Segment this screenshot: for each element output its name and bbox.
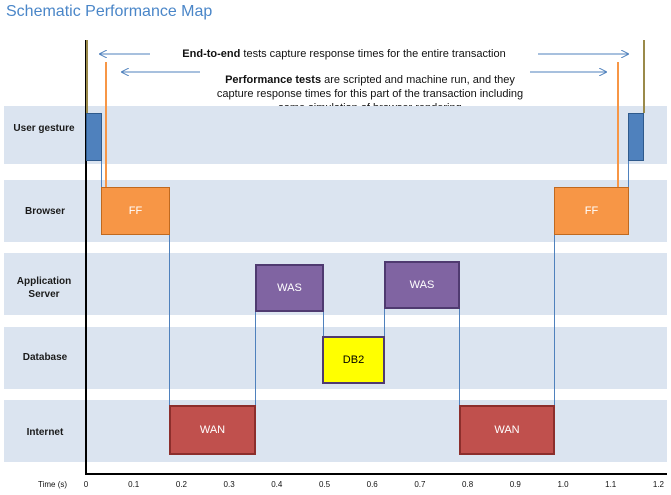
ff-block-right: FF: [554, 187, 629, 235]
connector-wan-to-was: [255, 310, 256, 406]
time-tick-label: 0.6: [366, 480, 378, 489]
time-tick-label: 0.8: [462, 480, 474, 489]
lane-label-database: Database: [22, 352, 68, 363]
ff-block-left: FF: [101, 187, 170, 235]
page-title: Schematic Performance Map: [6, 3, 213, 20]
lane-user-gesture: [4, 106, 667, 164]
was-block-right: WAS: [384, 261, 460, 309]
user-gesture-block-right: [628, 113, 644, 161]
perf-boundary-right: [617, 62, 619, 187]
connector-gesture-left: [101, 160, 102, 188]
time-tick-label: 0.5: [318, 480, 331, 489]
lane-internet: [4, 400, 667, 462]
connector-gesture-right: [628, 160, 629, 188]
time-tick-label: 1.1: [605, 480, 617, 489]
time-tick-label: 0.4: [271, 480, 283, 489]
time-tick-label: 0.2: [175, 480, 187, 489]
lane-label-application-server: Application Server: [16, 276, 72, 300]
time-axis-label: Time (s): [38, 480, 68, 489]
user-gesture-block-left: [86, 113, 102, 161]
wan-block-right: WAN: [459, 405, 555, 455]
time-axis-line: [85, 473, 667, 475]
lane-label-internet: Internet: [26, 427, 64, 438]
connector-ff-to-wan: [169, 234, 170, 406]
was-block-left: WAS: [255, 264, 324, 312]
time-tick-label: 1.2: [652, 480, 664, 489]
perf-boundary-left: [105, 62, 107, 187]
end-to-end-boundary-left: [86, 40, 88, 113]
lane-label-browser: Browser: [24, 206, 65, 217]
connector-was-to-db2: [323, 310, 324, 336]
end-to-end-annotation: End-to-end tests capture response times …: [182, 48, 506, 60]
wan-block-left: WAN: [169, 405, 256, 455]
lane-label-user-gesture: User gesture: [13, 123, 75, 134]
db2-block: DB2: [322, 336, 385, 384]
lane-application-server: [4, 253, 667, 315]
connector-db2-to-was: [384, 306, 385, 336]
y-axis-line: [85, 40, 87, 475]
time-tick-label: 0.3: [223, 480, 235, 489]
end-to-end-boundary-right: [643, 40, 645, 113]
time-tick-label: 0.9: [509, 480, 521, 489]
connector-was-to-wan: [459, 306, 460, 406]
time-tick-label: 0: [83, 480, 89, 489]
time-tick-label: 1.0: [557, 480, 569, 489]
connector-wan-to-ff: [554, 234, 555, 406]
time-tick-label: 0.7: [414, 480, 426, 489]
time-tick-label: 0.1: [128, 480, 140, 489]
